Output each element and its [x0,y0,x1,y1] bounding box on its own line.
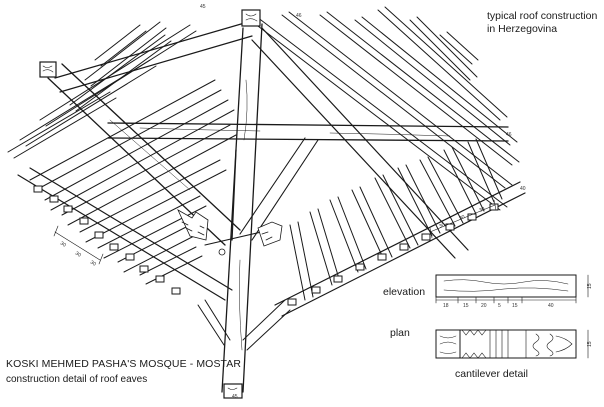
svg-text:45: 45 [232,394,238,400]
rafters-lower-right [289,138,503,301]
svg-text:40: 40 [548,303,554,309]
left-cantilever-ends [33,185,181,295]
post-caps [39,9,261,399]
cantilever-elevation-drawing [435,274,589,304]
svg-text:40: 40 [520,186,526,192]
drawing-title-line1: typical roof construction [487,10,598,22]
svg-text:30: 30 [89,260,97,268]
mosque-title: KOSKI MEHMED PASHA'S MOSQUE - MOSTAR [6,358,242,370]
rafters-right [249,6,520,211]
rafters-lower-left [29,79,237,285]
svg-text:30: 30 [59,241,67,249]
right-diagonal-brace [251,27,469,259]
plan-label: plan [390,327,410,339]
upper-collar-beam [54,21,253,93]
drawing-title: typical roof construction in Herzegovina [487,10,597,36]
right-tie-beam [107,122,509,142]
cantilever-plan-drawing [435,329,589,359]
main-hip-beam [221,23,263,393]
svg-text:15: 15 [463,303,469,309]
rafters-upper-left [7,21,197,159]
cantilever-detail-label: cantilever detail [455,368,528,380]
svg-text:5: 5 [498,303,501,309]
svg-text:30: 30 [478,206,486,214]
svg-text:15: 15 [587,283,593,289]
elevation-label: elevation [383,286,426,298]
svg-text:15: 15 [587,341,593,347]
lower-braces [197,299,291,351]
svg-text:46: 46 [506,132,512,138]
svg-text:45: 45 [200,4,206,10]
svg-text:30: 30 [458,214,466,222]
svg-text:20: 20 [481,303,487,309]
hip-bracket [177,209,283,256]
mosque-subtitle: construction detail of roof eaves [6,374,148,385]
svg-text:46: 46 [296,13,302,19]
drawing-title-line2: in Herzegovina [487,23,558,35]
eave-dimensions [53,199,497,265]
svg-text:18: 18 [443,303,449,309]
right-eave-plate [274,181,526,317]
svg-text:30: 30 [74,251,82,259]
wood-grain [109,79,451,351]
svg-text:15: 15 [512,303,518,309]
right-cantilever-ends [287,203,499,306]
svg-text:30: 30 [438,222,446,230]
